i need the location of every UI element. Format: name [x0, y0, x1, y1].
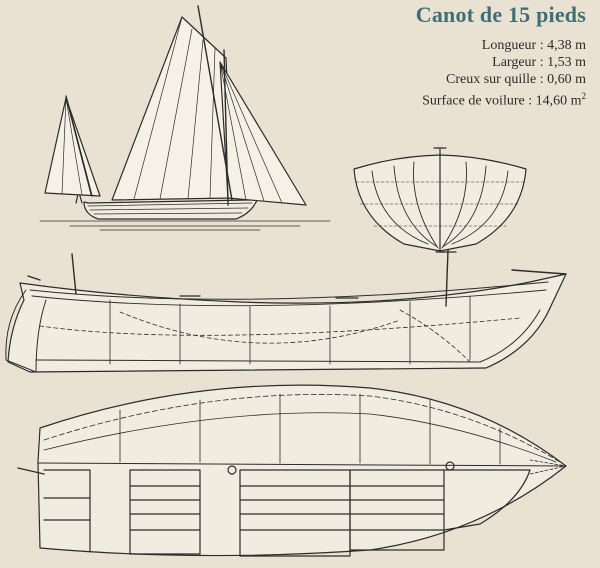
mast-step-main — [228, 466, 236, 474]
mizzen-mast — [66, 96, 92, 196]
bowsprit-stub — [512, 270, 566, 274]
profile-main-stub — [446, 250, 448, 306]
fore-mast — [224, 50, 228, 205]
mizzen-sail — [45, 98, 100, 196]
spec-depth: Creux sur quille : 0,60 m — [446, 72, 586, 87]
rudder — [6, 290, 46, 372]
crew-figure — [76, 194, 82, 203]
foredeck — [444, 470, 530, 530]
sail-plan-view — [40, 6, 330, 230]
spec-beam: Largeur : 1,53 m — [492, 55, 586, 70]
plan-tiller — [18, 468, 44, 474]
waterline-water — [40, 221, 330, 230]
tiller — [28, 276, 40, 280]
stern-seats — [44, 470, 90, 552]
plan-view — [18, 385, 566, 556]
main-sail — [112, 17, 232, 200]
profile-mizzen-stub — [72, 254, 76, 294]
profile-hull-outline — [8, 274, 566, 372]
fore-sail — [220, 62, 306, 205]
mast-step-fore — [446, 462, 454, 470]
profile-view — [6, 250, 566, 372]
main-mast — [198, 6, 232, 200]
page-title: Canot de 15 pieds — [415, 2, 586, 27]
plan-centerline — [38, 463, 566, 466]
spec-sail-area: Surface de voilure : 14,60 m2 — [422, 91, 586, 109]
body-plan-view — [354, 148, 526, 252]
thwart-3 — [350, 470, 444, 550]
spec-length: Longueur : 4,38 m — [481, 38, 586, 53]
thwart-1 — [130, 470, 200, 554]
specifications-block: Longueur : 4,38 m Largeur : 1,53 m Creux… — [422, 37, 586, 110]
